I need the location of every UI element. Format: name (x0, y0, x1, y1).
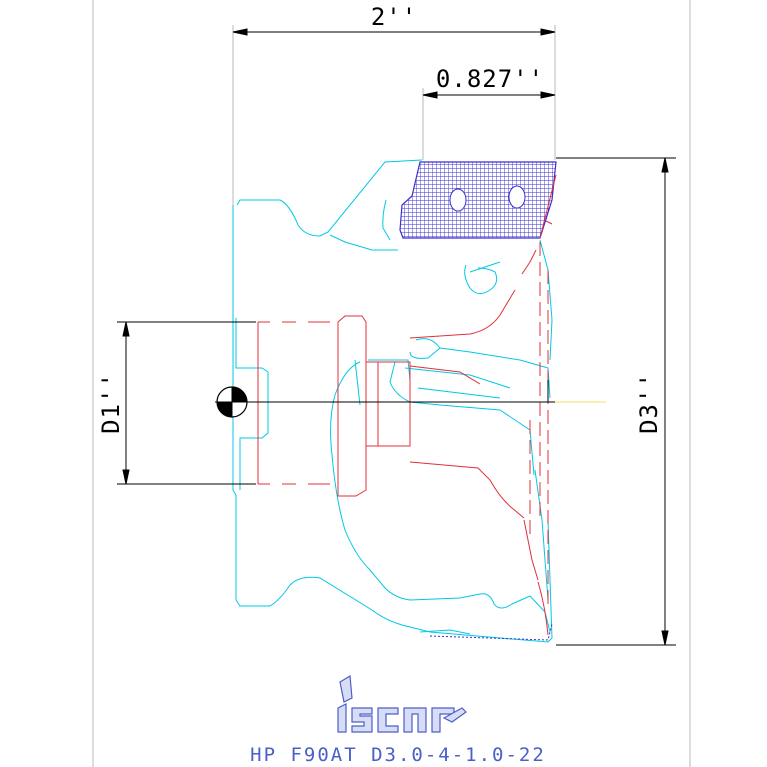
insert-hatch (399, 161, 557, 239)
center-mark-icon (216, 386, 248, 418)
insert-hole-right (508, 185, 526, 209)
dimension-cutting-diameter (556, 157, 676, 646)
product-designation: HP F90AT D3.0-4-1.0-22 (250, 744, 546, 766)
dimension-label-cutting-diameter: D3'' (635, 372, 663, 434)
hidden-lines (257, 217, 553, 636)
dimension-overall-width (232, 28, 556, 36)
dimension-bore-diameter (117, 321, 256, 485)
cutter-body-outline (232, 159, 553, 643)
extension-lines (92, 0, 691, 767)
dimension-label-overall-width: 2'' (371, 3, 417, 31)
dimension-label-insert-width: 0.827'' (436, 65, 544, 93)
dimension-insert-width (422, 91, 556, 99)
cutting-insert (399, 161, 557, 239)
dimension-label-bore-diameter: D1'' (97, 372, 125, 434)
centerline (215, 380, 606, 403)
iscar-logo (337, 674, 467, 733)
insert-tip-detail (429, 623, 553, 641)
insert-hole-left (449, 188, 467, 212)
